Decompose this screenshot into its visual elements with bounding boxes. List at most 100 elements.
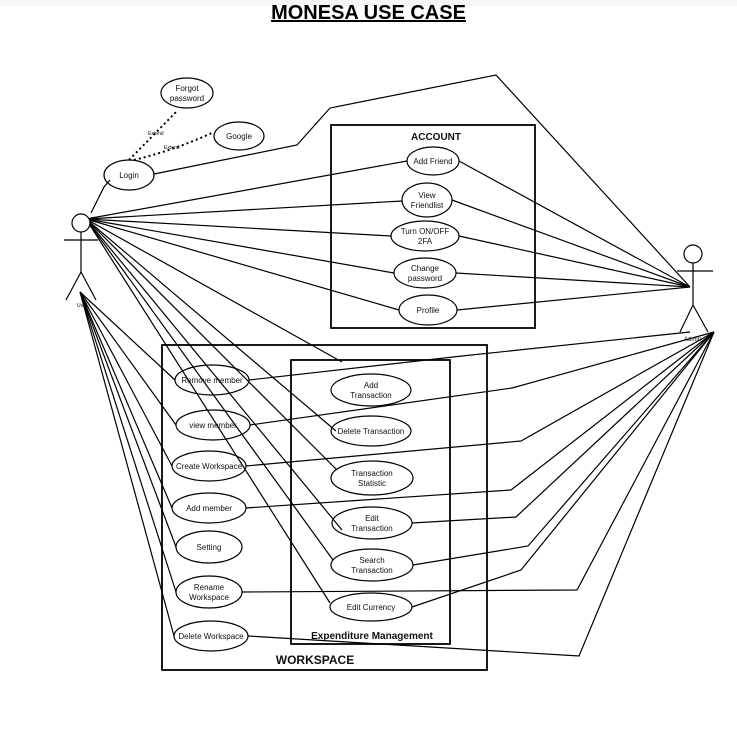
- association-line: [458, 235, 691, 288]
- use-case-label: password: [408, 274, 442, 283]
- use-case-setting: Setting: [175, 530, 243, 564]
- association-line: [85, 218, 400, 311]
- use-case-ellipse: [330, 415, 412, 447]
- association-line: [455, 272, 691, 288]
- association-line: [456, 286, 691, 311]
- use-case-label: Transaction: [351, 524, 393, 533]
- use-case-label: 2FA: [418, 237, 433, 246]
- association-line: [85, 160, 408, 220]
- use-case-label: Friendlist: [411, 201, 444, 210]
- use-case-label: Change: [411, 264, 440, 273]
- use-case-label: Transaction: [351, 469, 393, 478]
- use-case-ellipse: [401, 182, 453, 218]
- use-case-label: Setting: [197, 543, 222, 552]
- association-line: [245, 331, 715, 509]
- extend-label-forgot: Extend: [148, 131, 164, 137]
- association-line: [79, 291, 177, 593]
- association-line: [411, 331, 715, 608]
- association-line: [411, 331, 715, 524]
- use-case-create-workspace: Create Workspace: [171, 450, 247, 482]
- account-boundary-label: ACCOUNT: [411, 132, 461, 143]
- association-line: [85, 218, 392, 237]
- association-line: [79, 291, 177, 548]
- association-line: [79, 291, 177, 426]
- diagram-title: MONESA USE CASE: [271, 2, 466, 24]
- association-line: [241, 331, 715, 593]
- user-actor-label: User: [77, 303, 88, 309]
- association-line: [90, 179, 111, 214]
- use-case-ellipse: [331, 506, 413, 540]
- use-case-label: Edit: [365, 514, 380, 523]
- association-line: [79, 291, 175, 637]
- use-case-add-friend: Add Friend: [406, 146, 460, 176]
- association-line: [79, 291, 173, 467]
- use-case-edit-currency: Edit Currency: [329, 592, 413, 622]
- user-actor: [64, 213, 98, 301]
- admin-actor: [677, 244, 713, 333]
- use-case-ellipse: [329, 592, 413, 622]
- extend-label-google: Extend: [164, 145, 180, 151]
- use-case-delete-workspace: Delete Workspace: [173, 620, 249, 652]
- use-case-ellipse: [171, 492, 247, 524]
- use-case-ellipse: [175, 575, 243, 609]
- use-case-label: view member: [189, 421, 237, 430]
- association-line: [247, 331, 715, 657]
- use-case-label: Add Friend: [413, 157, 452, 166]
- use-case-profile: Profile: [398, 294, 458, 326]
- use-case-ellipse: [174, 364, 250, 396]
- workspace-boundary-label: WORKSPACE: [276, 653, 354, 667]
- use-case-ellipse: [171, 450, 247, 482]
- association-line: [85, 218, 343, 363]
- use-case-label: Delete Workspace: [178, 632, 244, 641]
- use-case-label: Google: [226, 132, 252, 141]
- use-case-ellipse: [330, 460, 414, 496]
- use-case-label: Create Workspace: [176, 462, 243, 471]
- use-case-label: Search: [359, 556, 384, 565]
- association-line: [451, 199, 691, 288]
- use-case-label: password: [170, 94, 204, 103]
- use-case-ellipse: [398, 294, 458, 326]
- use-case-view-member: view member: [175, 409, 251, 441]
- extend-relation: [133, 131, 215, 161]
- use-case-label: Add member: [186, 504, 232, 513]
- association-line: [153, 74, 691, 288]
- association-line: [79, 291, 173, 509]
- use-case-ellipse: [160, 77, 214, 109]
- association-line: [458, 160, 691, 288]
- use-case-delete-transaction: Delete Transaction: [330, 415, 412, 447]
- association-line: [245, 331, 715, 467]
- use-case-label: Statistic: [358, 479, 386, 488]
- use-case-ellipse: [175, 530, 243, 564]
- use-case-label: Forgot: [175, 84, 199, 93]
- use-case-label: View: [418, 191, 435, 200]
- workspace-boundary: [161, 344, 488, 671]
- use-case-ellipse: [390, 220, 460, 252]
- association-line: [85, 218, 343, 531]
- expenditure-boundary: [290, 359, 451, 645]
- use-case-label: Profile: [417, 306, 440, 315]
- use-case-add-member: Add member: [171, 492, 247, 524]
- use-case-label: Transaction: [351, 566, 393, 575]
- use-case-label: Workspace: [189, 593, 229, 602]
- use-case-label: Transaction: [350, 391, 392, 400]
- use-case-label: Login: [119, 171, 139, 180]
- use-case-google: Google: [213, 121, 265, 151]
- top-strip: [0, 0, 737, 6]
- use-case-ellipse: [393, 257, 457, 289]
- use-case-label: Edit Currency: [347, 603, 395, 612]
- use-case-label: Delete Transaction: [338, 427, 405, 436]
- use-case-ellipse: [330, 548, 414, 582]
- account-boundary: [330, 124, 536, 329]
- expenditure-boundary-label: Expenditure Management: [311, 631, 433, 642]
- association-line: [249, 331, 715, 426]
- extend-relation: [128, 109, 179, 161]
